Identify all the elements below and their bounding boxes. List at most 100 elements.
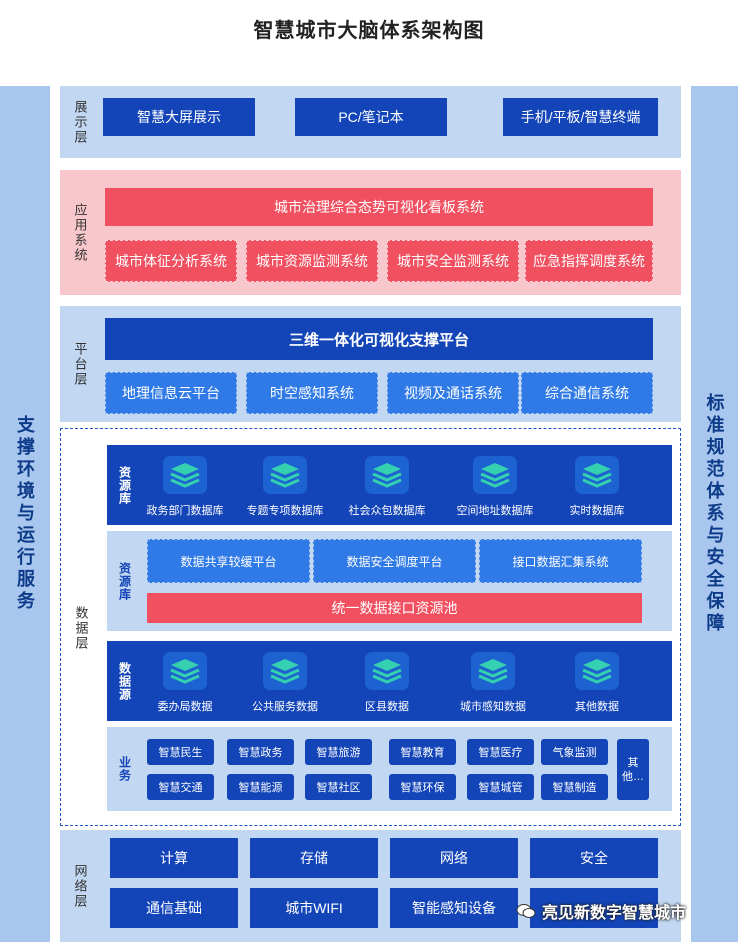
app-system-item: 应急指挥调度系统 [525, 240, 653, 282]
network-item: 存储 [250, 838, 378, 878]
right-side-bar: 标准规范体系与安全保障 [691, 86, 738, 942]
page-title: 智慧城市大脑体系架构图 [253, 20, 485, 42]
business-chip: 智慧社区 [305, 774, 372, 800]
resource-db-item: 社会众包数据库 [337, 455, 437, 518]
watermark: 亮见新数字智慧城市 [516, 888, 716, 934]
data-interface-pool: 统一数据接口资源池 [147, 593, 642, 623]
database-icon [365, 652, 409, 690]
platform-layer-label-wrap: 平台层 [60, 306, 100, 422]
data-source-item: 公共服务数据 [235, 651, 335, 714]
database-icon [263, 652, 307, 690]
left-side-label: 支撑环境与运行服务 [15, 415, 35, 613]
business-chip: 气象监测 [541, 739, 608, 765]
resource-db-name: 专题专项数据库 [246, 505, 324, 517]
network-item-empty [530, 888, 658, 928]
network-layer: 网络层 计算 存储 网络 安全 通信基础 城市WIFI 智能感知设备 [60, 830, 681, 942]
data-source-label: 数据源 [117, 661, 132, 701]
resource-platform-row: 资源库 数据共享较缓平台 数据安全调度平台 接口数据汇集系统 统一数据接口资源池 [107, 531, 672, 631]
platform-item: 综合通信系统 [521, 372, 653, 414]
resource-db-name: 政务部门数据库 [146, 505, 224, 517]
database-icon [263, 456, 307, 494]
resource-db-item: 实时数据库 [547, 455, 647, 518]
app-layer-label-wrap: 应用系统 [60, 170, 100, 295]
network-item: 智能感知设备 [390, 888, 518, 928]
resource-db-item: 空间地址数据库 [445, 455, 545, 518]
watermark-text: 亮见新数字智慧城市 [542, 905, 687, 922]
data-source-item: 城市感知数据 [443, 651, 543, 714]
data-source-item: 委办局数据 [135, 651, 235, 714]
resource-db-item: 政务部门数据库 [135, 455, 235, 518]
resource-db-name: 社会众包数据库 [348, 505, 426, 517]
business-chip: 智慧能源 [227, 774, 294, 800]
business-chip: 智慧政务 [227, 739, 294, 765]
business-chip: 智慧环保 [389, 774, 456, 800]
display-item: 手机/平板/智慧终端 [503, 98, 658, 136]
business-chip: 智慧制造 [541, 774, 608, 800]
database-icon [473, 456, 517, 494]
database-icon [575, 456, 619, 494]
resource-db-row: 资源库 政务部门数据库 专题专项数据库 社会众包数据库 空间地址数据库 实时数据… [107, 445, 672, 525]
resource-db-name: 空间地址数据库 [456, 505, 534, 517]
platform-item: 视频及通话系统 [387, 372, 519, 414]
app-system-item: 城市安全监测系统 [387, 240, 519, 282]
resource-platform-item: 数据安全调度平台 [313, 539, 476, 583]
platform-item: 时空感知系统 [246, 372, 378, 414]
network-item: 安全 [530, 838, 658, 878]
database-icon [365, 456, 409, 494]
data-source-item: 其他数据 [547, 651, 647, 714]
data-source-name: 城市感知数据 [460, 701, 526, 713]
display-item: PC/笔记本 [295, 98, 447, 136]
resource-db-label-wrap: 资源库 [107, 445, 143, 525]
app-system-item: 城市体征分析系统 [105, 240, 237, 282]
database-icon [575, 652, 619, 690]
business-chip: 智慧城管 [467, 774, 534, 800]
display-layer-label: 展示层 [72, 99, 88, 145]
resource-db-name: 实时数据库 [569, 505, 625, 517]
platform-top: 三维一体化可视化支撑平台 [105, 318, 653, 360]
business-chip: 智慧旅游 [305, 739, 372, 765]
left-side-bar: 支撑环境与运行服务 [0, 86, 50, 942]
resource-db-label: 资源库 [117, 465, 132, 505]
business-row: 业务 智慧民生 智慧政务 智慧旅游 智慧教育 智慧医疗 气象监测 智慧交通 智慧… [107, 727, 672, 811]
network-item: 通信基础 [110, 888, 238, 928]
resource-platform-item: 数据共享较缓平台 [147, 539, 310, 583]
business-chip: 智慧教育 [389, 739, 456, 765]
resource-platform-item: 接口数据汇集系统 [479, 539, 642, 583]
network-layer-label: 网络层 [72, 863, 88, 909]
platform-item: 地理信息云平台 [105, 372, 237, 414]
business-label-wrap: 业务 [107, 727, 143, 811]
data-source-name: 区县数据 [365, 701, 409, 713]
data-source-row: 数据源 委办局数据 公共服务数据 区县数据 城市感知数据 其他数据 [107, 641, 672, 721]
platform-layer: 平台层 三维一体化可视化支撑平台 地理信息云平台 时空感知系统 视频及通话系统 … [60, 306, 681, 422]
data-source-name: 其他数据 [575, 701, 619, 713]
app-system-item: 城市资源监测系统 [246, 240, 378, 282]
application-layer: 应用系统 城市治理综合态势可视化看板系统 城市体征分析系统 城市资源监测系统 城… [60, 170, 681, 295]
platform-layer-label: 平台层 [72, 341, 88, 387]
data-source-label-wrap: 数据源 [107, 641, 143, 721]
business-chip: 智慧民生 [147, 739, 214, 765]
resource-platform-label-wrap: 资源库 [107, 531, 143, 631]
resource-platform-label: 资源库 [117, 561, 132, 601]
data-layer-label-wrap: 数据层 [61, 429, 101, 827]
right-side-label: 标准规范体系与安全保障 [704, 393, 725, 635]
business-label: 业务 [117, 756, 132, 782]
network-item: 计算 [110, 838, 238, 878]
data-source-item: 区县数据 [337, 651, 437, 714]
business-chip: 智慧交通 [147, 774, 214, 800]
network-item: 网络 [390, 838, 518, 878]
display-layer: 展示层 智慧大屏展示 PC/笔记本 手机/平板/智慧终端 [60, 86, 681, 158]
business-chip: 智慧医疗 [467, 739, 534, 765]
business-other-chip: 其他… [617, 739, 649, 800]
display-item: 智慧大屏展示 [103, 98, 255, 136]
display-layer-label-wrap: 展示层 [60, 86, 100, 158]
app-layer-label: 应用系统 [72, 202, 88, 263]
data-source-name: 公共服务数据 [252, 701, 318, 713]
data-source-name: 委办局数据 [157, 701, 213, 713]
database-icon [163, 652, 207, 690]
wechat-icon [516, 904, 536, 918]
database-icon [471, 652, 515, 690]
resource-db-item: 专题专项数据库 [235, 455, 335, 518]
database-icon [163, 456, 207, 494]
app-top-system: 城市治理综合态势可视化看板系统 [105, 188, 653, 226]
network-layer-label-wrap: 网络层 [60, 830, 100, 942]
